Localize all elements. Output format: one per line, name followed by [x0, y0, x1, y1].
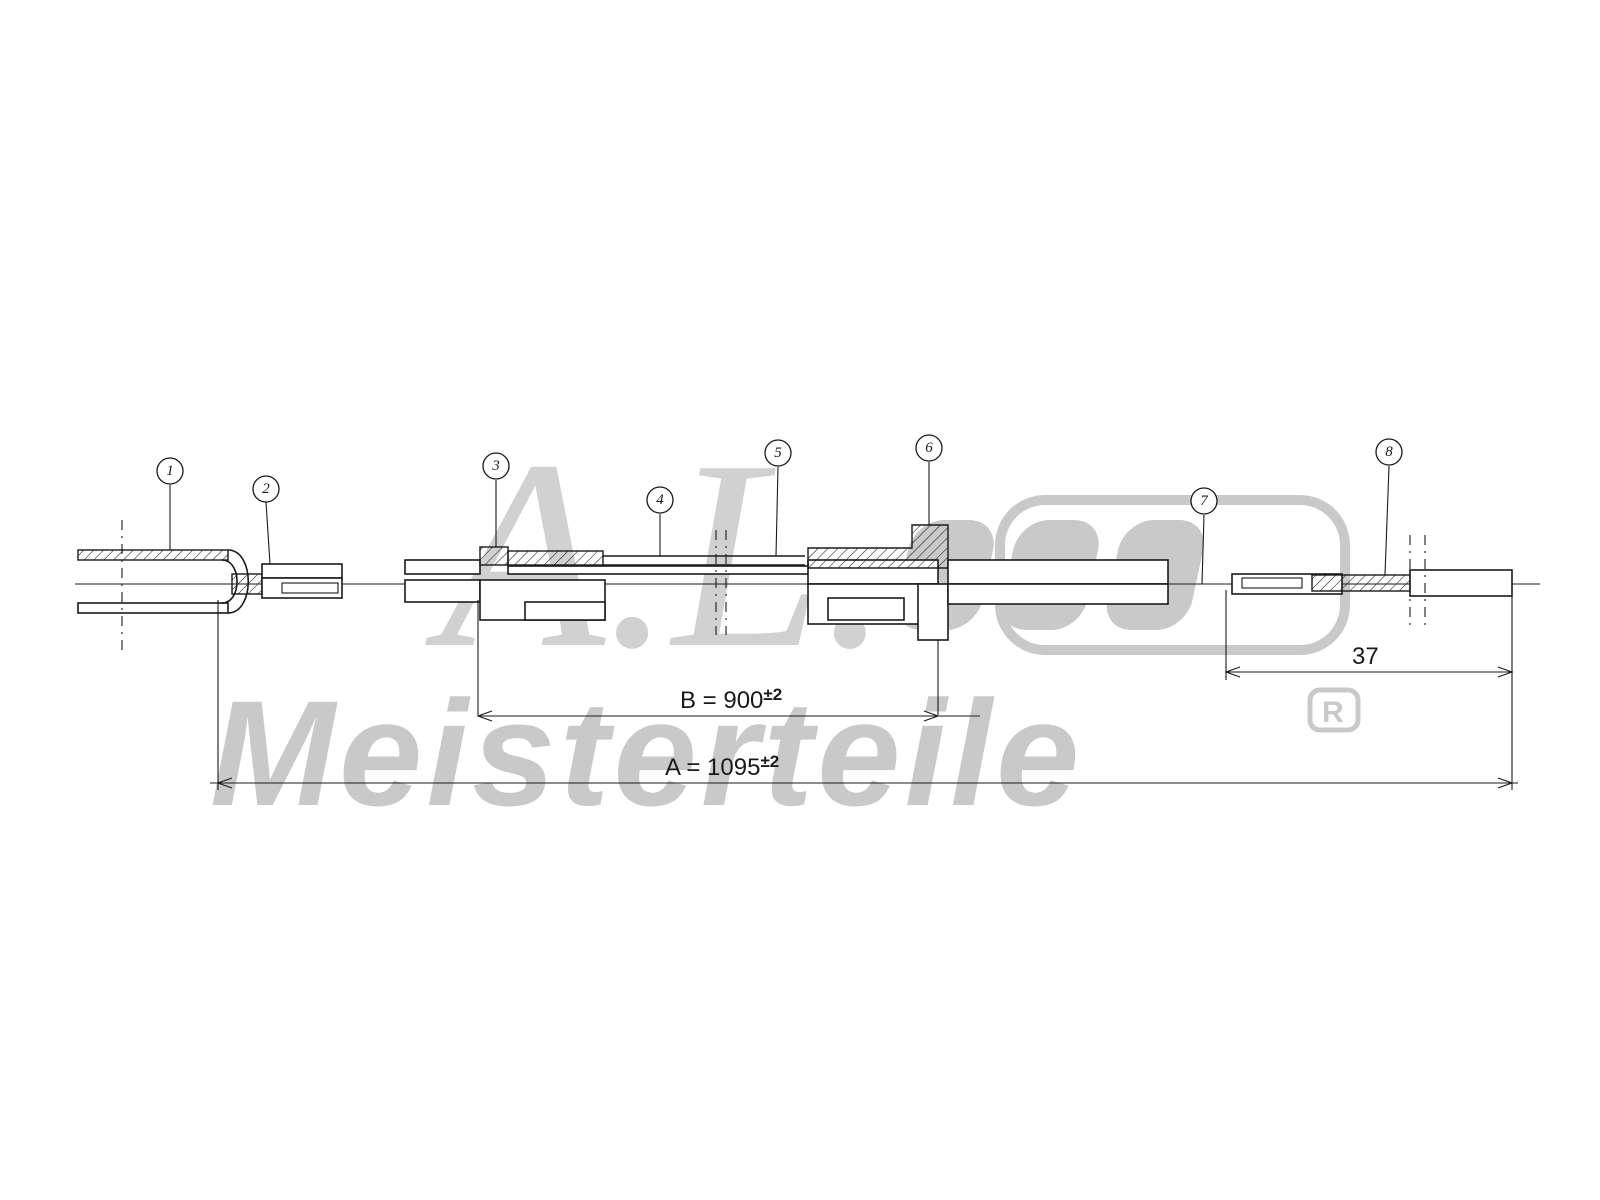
svg-text:1: 1 — [166, 463, 174, 479]
callout-2: 2 — [252, 475, 280, 565]
callout-1: 1 — [156, 457, 184, 550]
dimension-37-label: 37 — [1352, 643, 1379, 670]
callout-8: 8 — [1375, 438, 1403, 576]
svg-text:8: 8 — [1385, 444, 1393, 460]
watermark: A.L. Meisterteile R — [210, 405, 1361, 837]
part-casing-tail — [947, 559, 1169, 605]
part-bracket — [807, 524, 949, 715]
svg-text:7: 7 — [1200, 493, 1209, 509]
dimension-a-label: A = 1095±2 — [665, 752, 779, 781]
part-outer-casing — [507, 530, 909, 635]
watermark-brand: Meisterteile — [210, 669, 1083, 837]
svg-text:2: 2 — [262, 481, 270, 497]
svg-text:6: 6 — [925, 440, 933, 456]
callout-4: 4 — [646, 486, 674, 556]
dimension-a: A = 1095±2 — [210, 752, 1518, 789]
part-threaded-end — [1225, 535, 1513, 790]
callout-5: 5 — [764, 439, 792, 557]
svg-text:R: R — [1322, 696, 1344, 729]
cable-assembly — [75, 520, 1540, 790]
svg-text:3: 3 — [491, 458, 500, 474]
dimension-37: 37 — [1224, 643, 1514, 678]
part-sleeve — [404, 546, 606, 715]
callout-6: 6 — [915, 434, 943, 525]
part-eye-end — [231, 563, 343, 599]
dimension-b-label: B = 900±2 — [680, 685, 782, 714]
dimension-b: B = 900±2 — [476, 685, 980, 722]
callouts: 1 2 3 4 5 6 7 — [156, 434, 1403, 585]
svg-text:5: 5 — [774, 445, 782, 461]
callout-3: 3 — [482, 452, 510, 547]
svg-text:4: 4 — [656, 492, 664, 508]
registered-mark: R — [1307, 687, 1361, 733]
callout-7: 7 — [1190, 487, 1218, 585]
